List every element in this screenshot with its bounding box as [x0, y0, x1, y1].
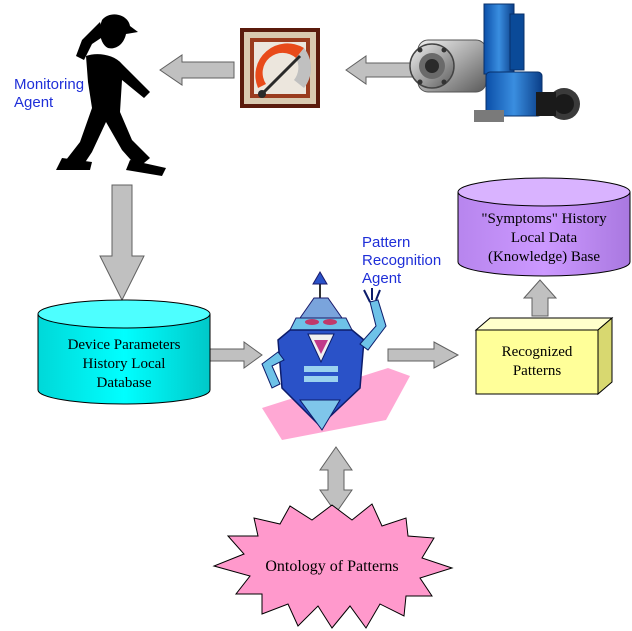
- pattern-agent-line3: Agent: [362, 270, 402, 287]
- thinking-man-icon: [56, 14, 166, 176]
- symptoms-kb-label: "Symptoms" History Local Data (Knowledge…: [458, 210, 630, 267]
- pattern-recognition-agent-label: Pattern Recognition Agent: [362, 234, 441, 288]
- symptoms-kb-line3: (Knowledge) Base: [487, 249, 601, 265]
- valve-actuator-icon: [409, 3, 580, 122]
- ontology-starburst: [212, 503, 454, 629]
- monitoring-agent-label: Monitoring Agent: [14, 76, 84, 112]
- device-db-line1: Device Parameters: [67, 337, 181, 353]
- recognized-patterns-label: Recognized Patterns: [476, 343, 598, 381]
- device-db-label: Device Parameters History Local Database: [38, 336, 210, 393]
- symptoms-kb-line2: Local Data: [510, 230, 578, 246]
- monitoring-agent-line2: Agent: [14, 94, 54, 111]
- recognized-patterns-line2: Patterns: [512, 363, 562, 379]
- arrow-database-to-robot: [209, 341, 263, 369]
- arrow-device-to-gauge: [345, 55, 417, 85]
- arrow-robot-to-patterns: [387, 341, 460, 369]
- ontology-label: Ontology of Patterns: [265, 558, 399, 575]
- pressure-gauge-icon: [240, 28, 320, 108]
- recognized-patterns-line1: Recognized: [501, 344, 573, 360]
- symptoms-knowledge-base: [457, 177, 631, 277]
- pattern-robot-icon: [261, 271, 410, 440]
- pattern-agent-line1: Pattern: [362, 234, 411, 251]
- monitoring-agent-line1: Monitoring: [14, 76, 85, 93]
- device-db-line2: History Local: [82, 356, 166, 372]
- device-db-line3: Database: [96, 375, 152, 391]
- arrow-agent-to-database: [99, 184, 145, 302]
- arrow-gauge-to-agent: [159, 54, 235, 86]
- arrow-patterns-to-knowledge-base: [522, 279, 558, 317]
- arrow-robot-ontology-bidirectional: [319, 446, 353, 514]
- pattern-agent-line2: Recognition: [362, 252, 442, 269]
- recognized-patterns-box: [474, 316, 614, 396]
- symptoms-kb-line1: "Symptoms" History: [481, 211, 607, 227]
- device-parameters-database: [37, 299, 211, 405]
